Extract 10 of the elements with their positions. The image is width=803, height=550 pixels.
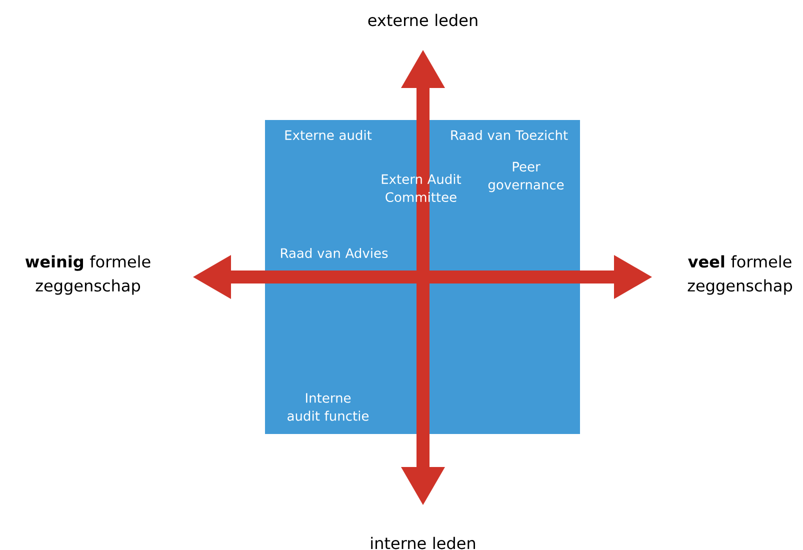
item-label: Externe audit [285, 130, 372, 140]
axis-label: veel formele zeggenschap [688, 255, 792, 295]
axis-label: weinig formele zeggenschap [25, 255, 150, 295]
item-label: Peer governance [488, 162, 564, 192]
item-label: Raad van Advies [281, 248, 388, 258]
item-label: Raad van Toezicht [451, 130, 568, 140]
axis-label: externe leden [368, 14, 478, 26]
quadrant-square [265, 120, 580, 434]
axis-label: interne leden [371, 536, 475, 550]
item-label: Interne audit functie [288, 393, 369, 421]
